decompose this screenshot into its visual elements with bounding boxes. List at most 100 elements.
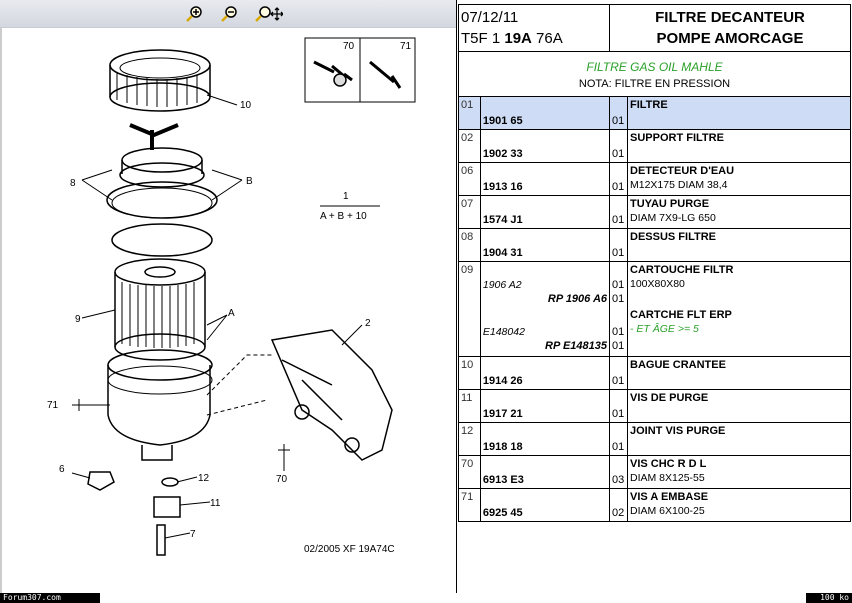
row-part-number[interactable]: 1574 J1 [482, 214, 523, 226]
row-detail: DIAM 7X9-LG 650 [630, 212, 716, 224]
diagram-label-8: 8 [70, 178, 76, 189]
title-line-2: POMPE AMORCAGE [656, 30, 804, 47]
note-pression: NOTA: FILTRE EN PRESSION [578, 78, 731, 90]
diagram-label-a: A [228, 308, 235, 319]
header-date: 07/12/11 [461, 9, 519, 26]
diagram-label-11: 11 [210, 498, 221, 509]
parts-list-panel: 07/12/11 T5F 1 19A 76A FILTRE DECANTEUR … [457, 0, 852, 593]
row-desc: VIS A EMBASE [630, 491, 709, 503]
title-line-1: FILTRE DECANTEUR [655, 9, 805, 26]
row-detail-2: - ET ÂGE >= 5 [630, 323, 699, 335]
header-title: FILTRE DECANTEUR POMPE AMORCAGE [609, 4, 851, 52]
row-ref: 11 [458, 389, 481, 423]
row-desc: VIS DE PURGE [630, 392, 709, 404]
row-part-number[interactable]: 1904 31 [482, 247, 523, 259]
row-desc: SUPPORT FILTRE [630, 132, 724, 144]
row-ref: 71 [458, 488, 481, 522]
row-ref: 70 [458, 455, 481, 489]
row-part-number[interactable]: 1914 26 [482, 375, 523, 387]
status-size: 100 ko [806, 593, 852, 603]
row-part-number[interactable]: 6913 E3 [482, 474, 524, 486]
row-desc: DESSUS FILTRE [630, 231, 716, 243]
diagram-label-9: 9 [75, 314, 81, 325]
row-qty: 01 [612, 214, 625, 226]
row-desc-1: CARTOUCHE FILTR [630, 264, 734, 276]
row-part-number[interactable]: 1917 21 [482, 408, 523, 420]
row-part-number[interactable]: 1902 33 [482, 148, 523, 160]
header-code-suffix: 76A [531, 30, 563, 47]
row-detail: DIAM 6X100-25 [630, 505, 705, 517]
row-ref: 12 [458, 422, 481, 456]
row-part-3[interactable]: E148042 [482, 326, 525, 338]
parts-table: 07/12/11 T5F 1 19A 76A FILTRE DECANTEUR … [458, 4, 851, 522]
row-desc: VIS CHC R D L [630, 458, 707, 470]
row-part-4[interactable]: RP E148135 [545, 340, 607, 352]
row-detail-1: 100X80X80 [630, 278, 685, 290]
row-ref: 08 [458, 228, 481, 262]
row-desc-2: CARTCHE FLT ERP [630, 309, 732, 321]
exploded-diagram: 70 71 10 8 B 1 A + B + 10 2 9 A 71 6 12 … [0, 28, 456, 593]
toolbar [0, 0, 456, 28]
row-qty: 01 [612, 247, 625, 259]
diagram-label-6: 6 [59, 464, 65, 475]
table-row-09[interactable]: 09 1906 A2 RP 1906 A6 E148042 RP E148135… [458, 261, 851, 357]
diagram-label-71: 71 [400, 41, 412, 52]
header-code-prefix: T5F 1 [461, 30, 505, 47]
diagram-label-7: 7 [190, 529, 196, 540]
row-ref: 07 [458, 195, 481, 229]
diagram-ref-code: 02/2005 XF 19A74C [304, 544, 395, 555]
note-cell: FILTRE GAS OIL MAHLE NOTA: FILTRE EN PRE… [458, 51, 851, 97]
row-ref: 01 [458, 96, 481, 130]
row-part-number[interactable]: 1901 65 [482, 115, 523, 127]
row-ref: 10 [458, 356, 481, 390]
diagram-label-70b: 70 [276, 474, 288, 485]
diagram-label-10: 10 [240, 100, 252, 111]
row-detail: M12X175 DIAM 38,4 [630, 179, 728, 191]
row-desc: BAGUE CRANTEE [630, 359, 726, 371]
panel-divider[interactable] [456, 0, 457, 593]
zoom-out-icon[interactable] [219, 5, 239, 23]
row-qty-2: 01 [612, 293, 625, 305]
diagram-label-12: 12 [198, 473, 210, 484]
row-ref: 06 [458, 162, 481, 196]
row-part-number[interactable]: 1913 16 [482, 181, 523, 193]
row-qty: 01 [612, 375, 625, 387]
row-desc: TUYAU PURGE [630, 198, 710, 210]
row-qty: 01 [612, 115, 625, 127]
row-part-2[interactable]: RP 1906 A6 [547, 293, 607, 305]
header-info: 07/12/11 T5F 1 19A 76A [458, 4, 610, 52]
status-site: Forum307.com [0, 593, 100, 603]
diagram-label-1: 1 [343, 191, 349, 202]
zoom-pan-icon[interactable] [253, 5, 283, 23]
zoom-in-icon[interactable] [184, 5, 204, 23]
row-part-number[interactable]: 1918 18 [482, 441, 523, 453]
row-qty-3: 01 [612, 326, 625, 338]
row-qty: 01 [612, 148, 625, 160]
row-qty: 01 [612, 181, 625, 193]
header-code-bold: 19A [504, 30, 532, 47]
row-detail: DIAM 8X125-55 [630, 472, 705, 484]
row-qty: 01 [612, 441, 625, 453]
row-qty: 02 [612, 507, 625, 519]
note-mahle: FILTRE GAS OIL MAHLE [586, 60, 723, 74]
row-desc: DETECTEUR D'EAU [630, 165, 735, 177]
diagram-label-70: 70 [343, 41, 355, 52]
row-part-1[interactable]: 1906 A2 [482, 279, 522, 291]
row-desc: JOINT VIS PURGE [630, 425, 726, 437]
row-part-number[interactable]: 6925 45 [482, 507, 523, 519]
row-ref: 02 [458, 129, 481, 163]
diagram-label-71b: 71 [47, 400, 59, 411]
row-desc: FILTRE [630, 99, 668, 111]
row-qty: 03 [612, 474, 625, 486]
row-qty-4: 01 [612, 340, 625, 352]
